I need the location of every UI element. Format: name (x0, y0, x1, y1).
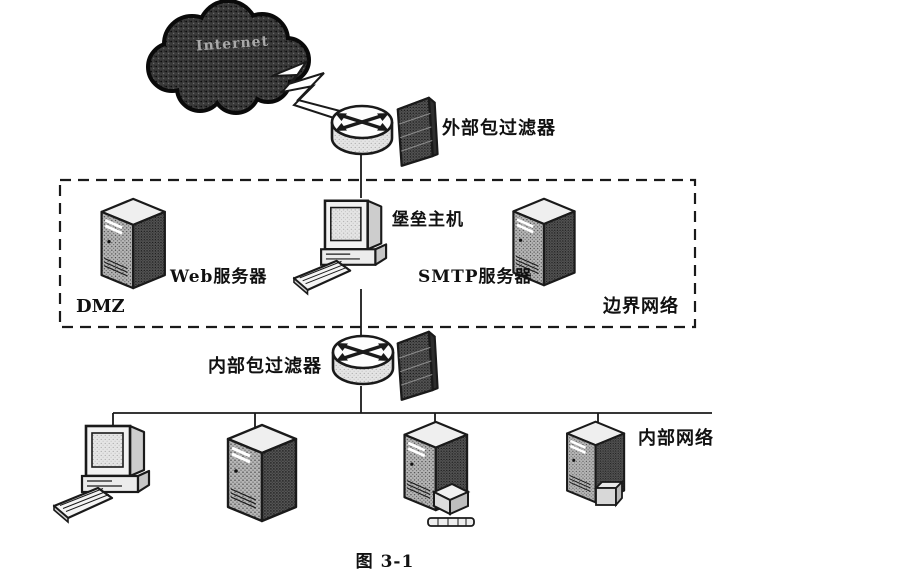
figure-caption: 图 3-1 (355, 552, 415, 572)
internal-workstation-icon (52, 424, 151, 524)
connection-lines (112, 155, 712, 431)
external-packet-filter-label: 外部包过滤器 (442, 118, 556, 139)
bastion-host-icon (292, 199, 388, 296)
internal-network-label: 内部网络 (638, 428, 714, 449)
internet-cloud-icon (146, 0, 311, 115)
dmz-label: DMZ (76, 296, 125, 317)
web-server-icon (100, 197, 167, 290)
internal-firewall-icon (396, 330, 439, 401)
internal-packet-filter-label: 内部包过滤器 (208, 356, 322, 377)
perimeter-network-label: 边界网络 (603, 296, 679, 317)
external-firewall-icon (396, 96, 439, 167)
external-router-icon (330, 104, 394, 156)
smtp-server-label: SMTP服务器 (418, 267, 533, 287)
internal-router-icon (331, 334, 395, 386)
internal-server-1-icon (226, 423, 298, 523)
dmz-boundary-box (58, 178, 697, 329)
internal-server-2-peripheral-icon (427, 482, 475, 527)
internal-server-3-peripheral-icon (593, 479, 625, 508)
web-server-label: Web服务器 (170, 267, 268, 287)
bastion-host-label: 堡垒主机 (392, 210, 464, 230)
